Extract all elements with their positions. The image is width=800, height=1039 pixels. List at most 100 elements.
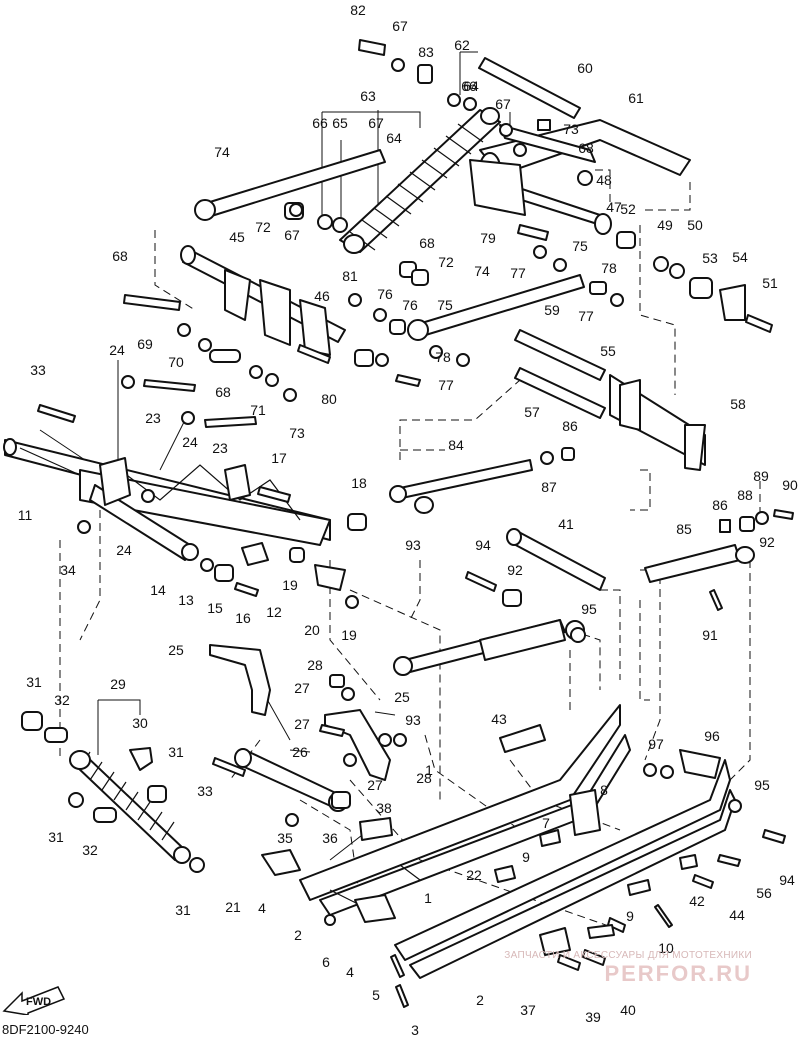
callout-77: 77 bbox=[510, 265, 526, 281]
callout-71: 71 bbox=[250, 402, 266, 418]
callout-21: 21 bbox=[225, 899, 241, 915]
callout-15: 15 bbox=[207, 600, 223, 616]
callout-66: 66 bbox=[461, 78, 477, 94]
callout-54: 54 bbox=[732, 249, 748, 265]
callout-38: 38 bbox=[376, 800, 392, 816]
callout-40: 40 bbox=[620, 1002, 636, 1018]
callout-64: 64 bbox=[386, 130, 402, 146]
callout-8: 8 bbox=[600, 782, 608, 798]
front-arm-assembly bbox=[180, 245, 346, 356]
front-shock-absorber bbox=[69, 750, 191, 864]
watermark-line2: PERFOR.RU bbox=[604, 961, 752, 986]
callout-28: 28 bbox=[416, 770, 432, 786]
callout-32: 32 bbox=[82, 842, 98, 858]
callout-95: 95 bbox=[581, 601, 597, 617]
callout-14: 14 bbox=[150, 582, 166, 598]
callout-12: 12 bbox=[266, 604, 282, 620]
callout-60: 60 bbox=[577, 60, 593, 76]
callout-68: 68 bbox=[215, 384, 231, 400]
callout-33: 33 bbox=[30, 362, 46, 378]
callout-65: 65 bbox=[332, 115, 348, 131]
callout-66: 66 bbox=[312, 115, 328, 131]
watermark: ЗАПЧАСТИ И АКСЕССУАРЫ ДЛЯ МОТОТЕХНИКИ PE… bbox=[504, 950, 752, 987]
callout-76: 76 bbox=[377, 286, 393, 302]
callout-89: 89 bbox=[753, 468, 769, 484]
callout-95: 95 bbox=[754, 777, 770, 793]
callout-24: 24 bbox=[182, 434, 198, 450]
callout-9: 9 bbox=[522, 849, 530, 865]
callout-72: 72 bbox=[255, 219, 271, 235]
callout-30: 30 bbox=[132, 715, 148, 731]
callout-67: 67 bbox=[495, 96, 511, 112]
callout-57: 57 bbox=[524, 404, 540, 420]
callout-74: 74 bbox=[214, 144, 230, 160]
callout-5: 5 bbox=[372, 987, 380, 1003]
callout-63: 63 bbox=[360, 88, 376, 104]
callout-93: 93 bbox=[405, 537, 421, 553]
callout-2: 2 bbox=[476, 992, 484, 1008]
callout-25: 25 bbox=[394, 689, 410, 705]
callout-70: 70 bbox=[168, 354, 184, 370]
callout-85: 85 bbox=[676, 521, 692, 537]
callout-79: 79 bbox=[480, 230, 496, 246]
callout-67: 67 bbox=[284, 227, 300, 243]
callout-31: 31 bbox=[168, 744, 184, 760]
callout-22: 22 bbox=[466, 867, 482, 883]
stopper-85 bbox=[644, 544, 755, 583]
rods bbox=[194, 57, 585, 341]
callout-56: 56 bbox=[756, 885, 772, 901]
callout-25: 25 bbox=[168, 642, 184, 658]
callout-64: 64 bbox=[463, 78, 479, 94]
callout-61: 61 bbox=[628, 90, 644, 106]
callout-31: 31 bbox=[48, 829, 64, 845]
callout-67: 67 bbox=[368, 115, 384, 131]
callout-24: 24 bbox=[116, 542, 132, 558]
callout-59: 59 bbox=[544, 302, 560, 318]
callout-73: 73 bbox=[563, 121, 579, 137]
callout-55: 55 bbox=[600, 343, 616, 359]
callout-83: 83 bbox=[418, 44, 434, 60]
callout-86: 86 bbox=[712, 497, 728, 513]
callout-35: 35 bbox=[277, 830, 293, 846]
callout-91: 91 bbox=[702, 627, 718, 643]
forward-arrow-icon: FWD bbox=[2, 986, 66, 1015]
rear-arm-assembly bbox=[469, 119, 691, 235]
callout-74: 74 bbox=[474, 263, 490, 279]
callout-3: 3 bbox=[411, 1022, 419, 1038]
shaft-41 bbox=[506, 528, 606, 591]
callout-88: 88 bbox=[737, 487, 753, 503]
rear-shock-lower bbox=[393, 619, 585, 676]
rod-84 bbox=[389, 459, 533, 514]
callout-77: 77 bbox=[438, 377, 454, 393]
callout-67: 67 bbox=[392, 18, 408, 34]
callout-62: 62 bbox=[454, 37, 470, 53]
callout-93: 93 bbox=[405, 712, 421, 728]
callout-27: 27 bbox=[294, 680, 310, 696]
callout-29: 29 bbox=[110, 676, 126, 692]
callout-73: 73 bbox=[289, 425, 305, 441]
callout-1: 1 bbox=[425, 762, 433, 778]
callout-92: 92 bbox=[507, 562, 523, 578]
callout-47: 47 bbox=[606, 199, 622, 215]
drawing-code: 8DF2100-9240 bbox=[2, 1022, 89, 1037]
callout-94: 94 bbox=[779, 872, 795, 888]
callout-94: 94 bbox=[475, 537, 491, 553]
callout-45: 45 bbox=[229, 229, 245, 245]
callout-11: 11 bbox=[17, 507, 33, 523]
callout-7: 7 bbox=[542, 815, 550, 831]
callout-23: 23 bbox=[212, 440, 228, 456]
callout-69: 69 bbox=[137, 336, 153, 352]
callout-75: 75 bbox=[572, 238, 588, 254]
callout-42: 42 bbox=[689, 893, 705, 909]
callout-6: 6 bbox=[322, 954, 330, 970]
bracket-and-shafts bbox=[514, 329, 706, 471]
callout-34: 34 bbox=[60, 562, 76, 578]
callout-23: 23 bbox=[145, 410, 161, 426]
callout-16: 16 bbox=[235, 610, 251, 626]
callout-52: 52 bbox=[620, 201, 636, 217]
callout-90: 90 bbox=[782, 477, 798, 493]
callout-50: 50 bbox=[687, 217, 703, 233]
callout-86: 86 bbox=[562, 418, 578, 434]
front-pivot-frame bbox=[3, 438, 331, 561]
